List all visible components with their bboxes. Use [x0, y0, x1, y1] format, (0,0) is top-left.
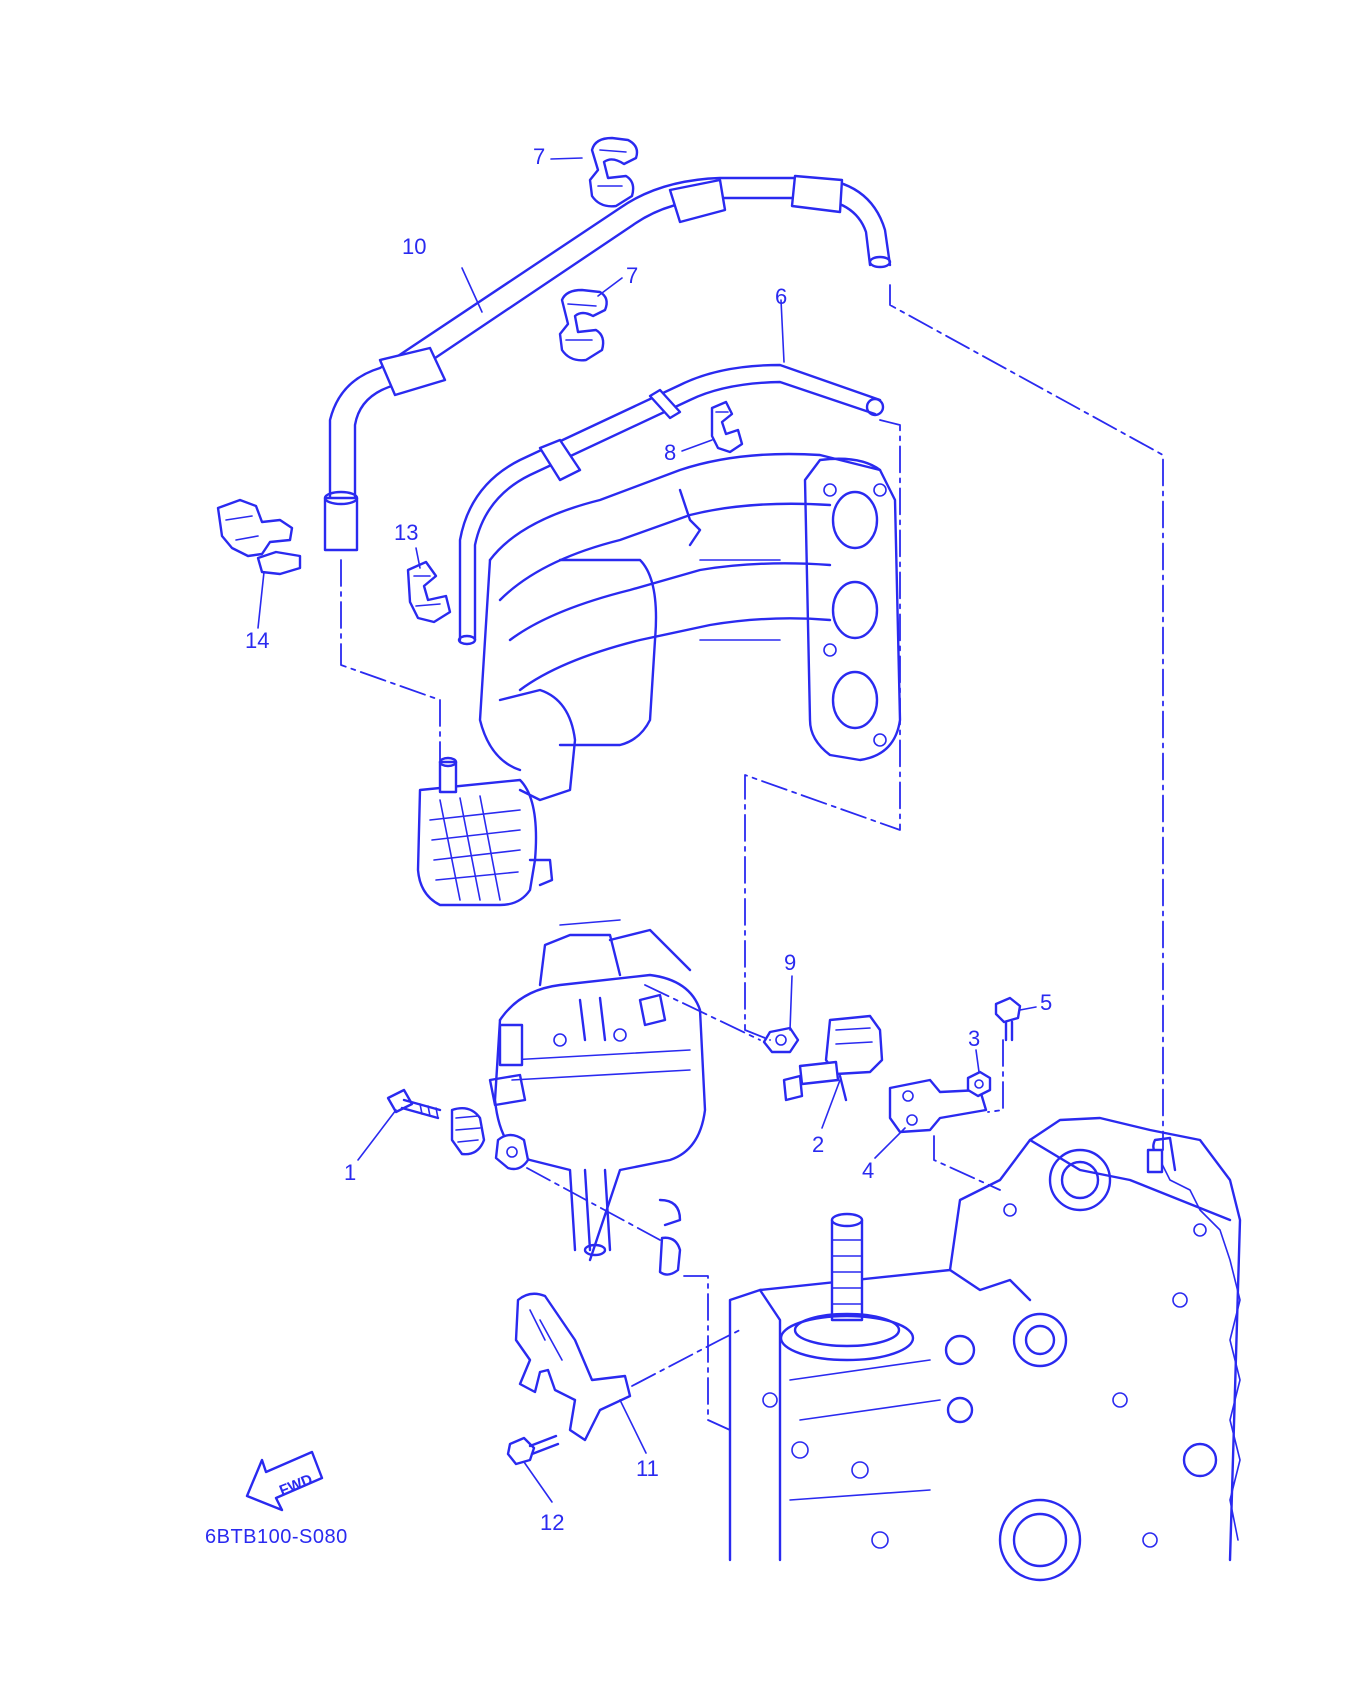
clip-7-top: [588, 136, 639, 208]
leader-lines: [257, 157, 1037, 1503]
callout-12: 12: [540, 1510, 564, 1535]
connection-lines: [340, 284, 1164, 1431]
callout-6: 6: [775, 284, 787, 309]
callout-14: 14: [245, 628, 269, 653]
callout-10: 10: [402, 234, 426, 259]
engine-block: [728, 1116, 1242, 1582]
bolt-part-5: [994, 996, 1022, 1042]
clip-7-middle: [558, 288, 608, 362]
bolt-with-spring-part-1: [386, 1088, 530, 1171]
bolt-part-12: [506, 1236, 682, 1466]
callout-9: 9: [784, 950, 796, 975]
valve-part-2: [782, 1014, 884, 1102]
callout-labels: 7 10 7 6 8 13 14 9 5 3 1 2 4 11 12: [245, 144, 1052, 1535]
callout-13: 13: [394, 520, 418, 545]
callout-3: 3: [968, 1026, 980, 1051]
clip-8: [710, 400, 744, 454]
callout-4: 4: [862, 1158, 874, 1183]
callout-8: 8: [664, 440, 676, 465]
hose-6: [457, 363, 885, 646]
callout-7-middle: 7: [626, 263, 638, 288]
intake-manifold: [478, 452, 902, 772]
vapor-separator: [416, 688, 577, 907]
callout-5: 5: [1040, 990, 1052, 1015]
callout-2: 2: [812, 1132, 824, 1157]
hose-10: [323, 174, 892, 552]
callout-11: 11: [636, 1456, 659, 1481]
clip-13: [406, 560, 452, 624]
bracket-part-4: [888, 1078, 988, 1134]
nut-part-3: [966, 1070, 992, 1098]
reference-code: 6BTB100-S080: [205, 1526, 348, 1548]
callout-1: 1: [344, 1160, 356, 1185]
callout-7-top: 7: [533, 144, 545, 169]
fwd-arrow-icon: FWD: [245, 1450, 324, 1512]
bracket-part-11: [514, 1292, 632, 1442]
clip-14: [216, 498, 302, 576]
fuel-unit: [488, 919, 707, 1262]
